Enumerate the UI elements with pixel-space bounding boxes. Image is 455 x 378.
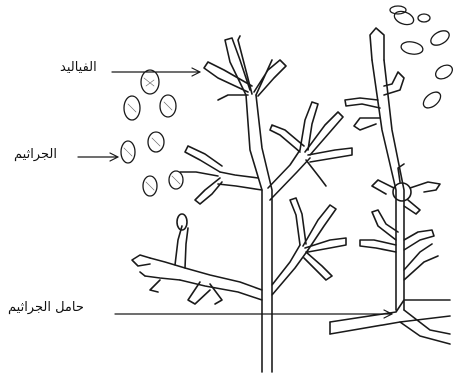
- phialides-label: ﺍﻟﻔﻴﺎﻟﻴﺪ: [60, 60, 97, 75]
- right-conidiophore: [330, 28, 450, 344]
- conidium: [390, 6, 406, 14]
- conidium: [428, 28, 451, 48]
- conidium: [420, 89, 443, 111]
- conidia-left-cluster: [121, 70, 183, 196]
- conidium: [433, 62, 455, 81]
- conidium: [400, 40, 424, 56]
- conidiophore-label: ﺣﺎﻣﻞ ﺍﻟﺠﺮﺍﺛﻴﻢ: [8, 300, 84, 315]
- conidia-label: ﺍﻟﺠﺮﺍﺛﻴﻢ: [14, 147, 57, 162]
- conidia-right-cluster: [390, 6, 455, 111]
- left-conidiophore: [132, 36, 352, 372]
- conidium: [418, 14, 430, 22]
- conidium: [141, 70, 159, 94]
- conidium: [393, 9, 416, 27]
